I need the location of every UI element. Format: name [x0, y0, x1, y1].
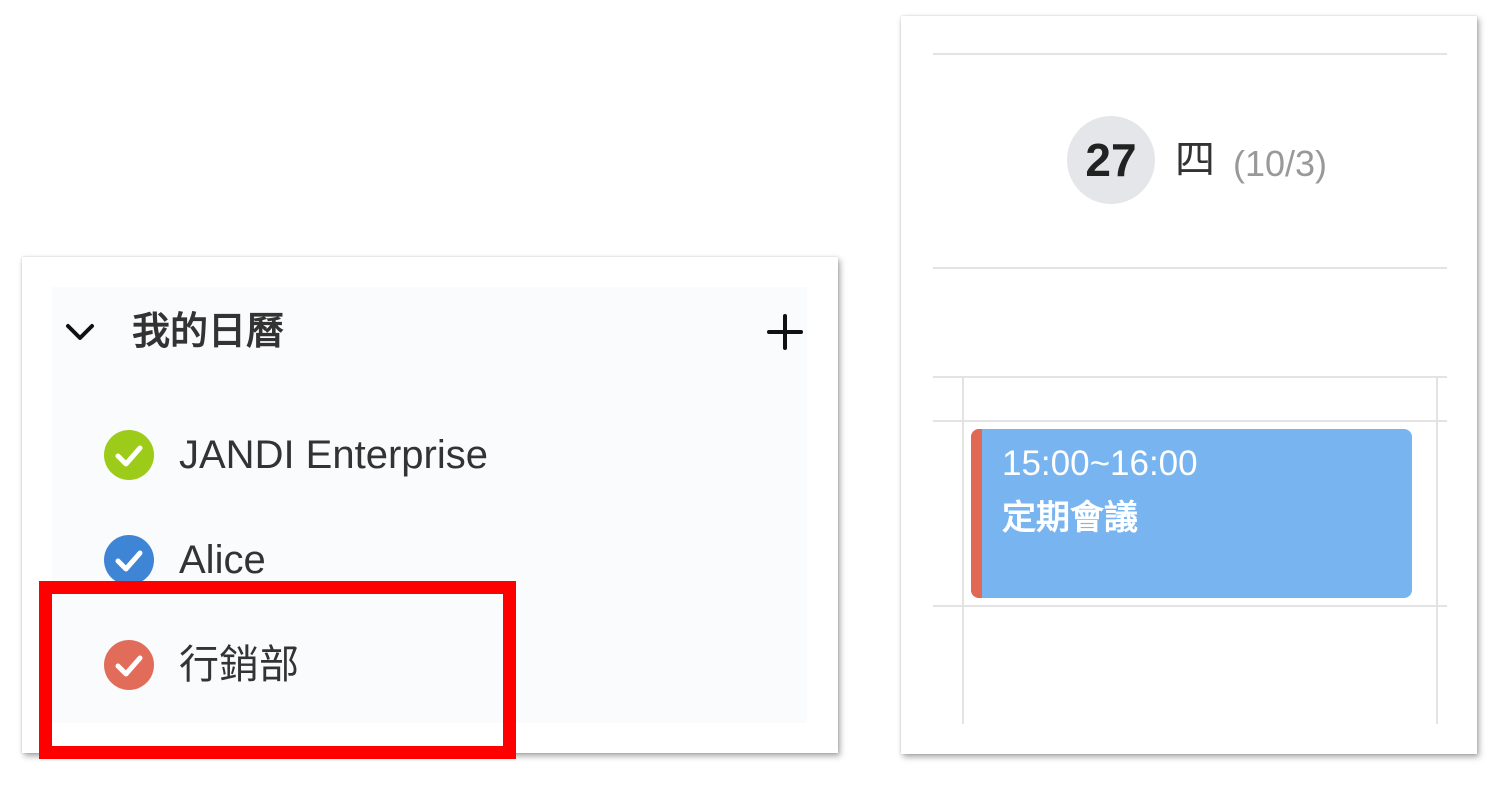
calendar-checkbox-alice[interactable]	[104, 535, 154, 585]
check-icon	[115, 445, 143, 467]
add-calendar-button[interactable]	[766, 313, 804, 351]
day-view-panel: 27 四 (10/3) 15:00~16:00 定期會議	[901, 16, 1477, 754]
grid-line	[933, 605, 1447, 607]
calendar-item-label: JANDI Enterprise	[179, 433, 488, 477]
check-icon	[115, 655, 143, 677]
event-time: 15:00~16:00	[1002, 444, 1198, 483]
my-calendars-header[interactable]: 我的日曆	[52, 287, 807, 377]
chevron-down-icon[interactable]	[65, 320, 95, 344]
grid-line	[933, 376, 1447, 378]
date-sub-label: (10/3)	[1233, 143, 1328, 184]
grid-line	[933, 420, 1447, 422]
grid-line	[933, 267, 1447, 269]
check-icon	[115, 550, 143, 572]
calendar-event[interactable]: 15:00~16:00 定期會議	[971, 429, 1412, 598]
calendar-checkbox-marketing[interactable]	[104, 640, 154, 690]
event-color-stripe	[971, 429, 982, 598]
my-calendars-section: 我的日曆 JANDI Enterprise Alic	[52, 287, 807, 723]
calendar-item-label: 行銷部	[179, 643, 299, 687]
plus-icon	[767, 314, 803, 350]
my-calendars-title: 我的日曆	[132, 311, 285, 353]
calendar-checkbox-jandi-enterprise[interactable]	[104, 430, 154, 480]
calendar-item-alice[interactable]: Alice	[104, 530, 704, 590]
weekday-label: 四	[1175, 138, 1215, 182]
calendar-list-panel: 我的日曆 JANDI Enterprise Alic	[22, 257, 838, 753]
grid-line	[1436, 376, 1438, 724]
grid-line	[962, 376, 964, 724]
calendar-item-marketing[interactable]: 行銷部	[104, 635, 704, 695]
grid-line	[933, 53, 1447, 55]
calendar-item-label: Alice	[179, 538, 266, 582]
calendar-item-jandi-enterprise[interactable]: JANDI Enterprise	[104, 425, 704, 485]
date-number-badge[interactable]: 27	[1067, 116, 1155, 204]
event-title: 定期會議	[1002, 499, 1138, 537]
